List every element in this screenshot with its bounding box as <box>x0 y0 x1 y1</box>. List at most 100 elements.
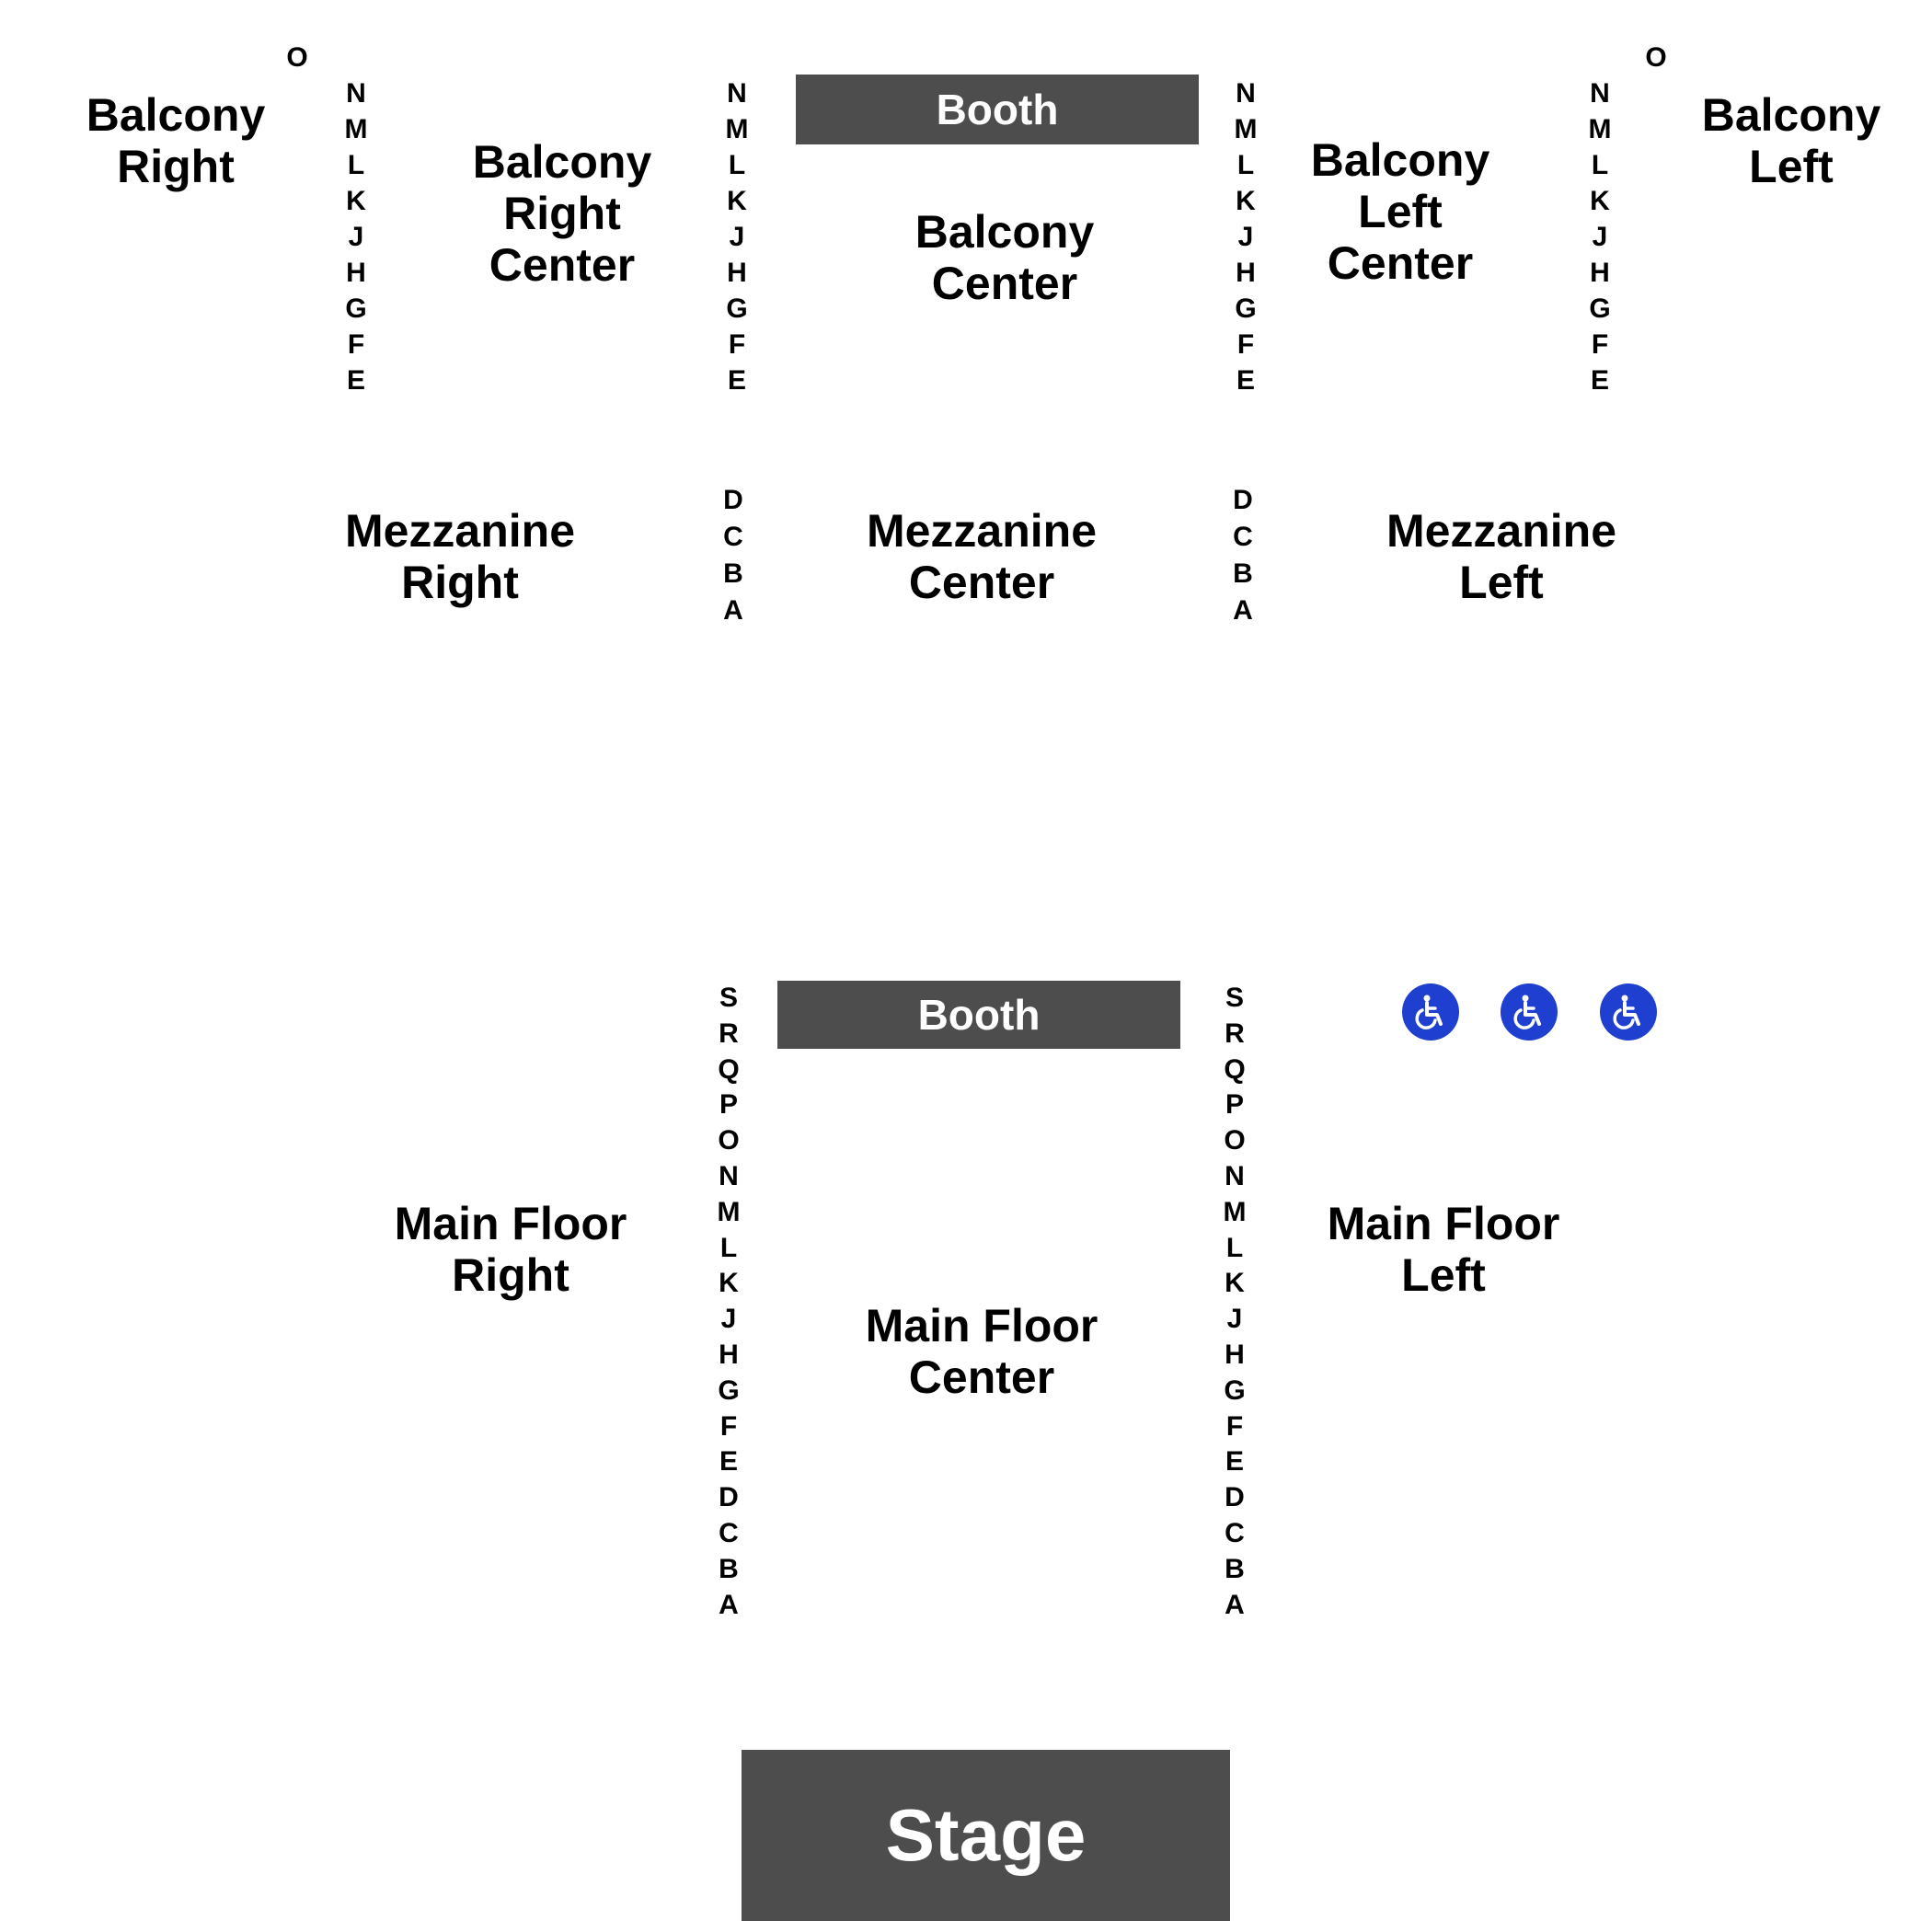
row-label-q: Q <box>1224 1053 1246 1085</box>
section-main-floor-left[interactable]: Main Floor Left <box>1328 1198 1560 1301</box>
row-label-e: E <box>1225 1446 1244 1478</box>
row-label-l: L <box>1591 150 1609 180</box>
row-label-s: S <box>1225 983 1244 1013</box>
section-label-line: Left <box>1401 1249 1486 1301</box>
row-label-e: E <box>1590 365 1609 396</box>
section-balcony-left[interactable]: Balcony Left <box>1702 89 1881 192</box>
wheelchair-icon[interactable] <box>1600 983 1657 1041</box>
row-label-a: A <box>1233 595 1253 626</box>
section-label-line: Right <box>401 557 519 608</box>
section-label-line: Center <box>908 1351 1055 1403</box>
section-mezzanine-left[interactable]: Mezzanine Left <box>1386 505 1616 608</box>
section-label-line: Mezzanine <box>1386 505 1617 557</box>
row-label-h: H <box>1590 258 1610 288</box>
section-label-line: Balcony <box>472 136 652 188</box>
section-label-line: Balcony <box>914 206 1095 258</box>
row-label-k: K <box>719 1268 739 1299</box>
row-label-b: B <box>1225 1553 1245 1584</box>
section-balcony-right[interactable]: Balcony Right <box>86 89 266 192</box>
section-label-line: Main Floor <box>1327 1198 1560 1249</box>
row-label-j: J <box>1226 1304 1243 1335</box>
section-label-line: Right <box>503 188 621 239</box>
row-label-o-balcony-right: O <box>286 42 308 73</box>
row-label-c: C <box>719 1517 739 1548</box>
row-label-m: M <box>1223 1196 1247 1227</box>
section-balcony-center[interactable]: Balcony Center <box>915 206 1095 309</box>
row-label-j: J <box>1592 222 1608 252</box>
wheelchair-icon[interactable] <box>1501 983 1558 1041</box>
row-label-s: S <box>719 983 738 1013</box>
row-label-o: O <box>1224 1125 1246 1156</box>
row-label-n: N <box>1590 78 1610 109</box>
section-balcony-left-center[interactable]: Balcony Left Center <box>1311 134 1490 289</box>
row-label-d: D <box>723 485 743 515</box>
row-label-l: L <box>347 150 365 180</box>
row-label-h: H <box>727 258 747 288</box>
section-label-line: Center <box>1327 237 1474 289</box>
row-label-k: K <box>1236 186 1256 216</box>
row-label-f: F <box>719 1410 738 1442</box>
row-label-e: E <box>727 365 746 396</box>
section-balcony-right-center[interactable]: Balcony Right Center <box>473 136 652 291</box>
section-label-line: Left <box>1459 557 1544 608</box>
row-label-h: H <box>1236 258 1256 288</box>
row-label-j: J <box>348 222 364 252</box>
section-label-line: Mezzanine <box>344 505 576 557</box>
row-label-f: F <box>728 329 746 360</box>
row-label-q: Q <box>718 1053 740 1085</box>
section-label-line: Balcony <box>1310 134 1490 186</box>
section-mezzanine-center[interactable]: Mezzanine Center <box>867 505 1097 608</box>
section-label-line: Right <box>452 1249 569 1301</box>
row-label-h: H <box>719 1339 739 1370</box>
row-label-b: B <box>1233 558 1253 589</box>
balcony-booth: Booth <box>796 75 1199 144</box>
row-label-n: N <box>727 78 747 109</box>
section-label-line: Mezzanine <box>866 505 1098 557</box>
row-label-n: N <box>719 1160 739 1191</box>
section-label-line: Right <box>117 141 235 192</box>
section-label-line: Balcony <box>1701 89 1881 141</box>
row-label-o-balcony-left: O <box>1645 42 1667 73</box>
row-label-d: D <box>719 1482 739 1513</box>
section-main-floor-right[interactable]: Main Floor Right <box>395 1198 627 1301</box>
row-label-b: B <box>719 1553 739 1584</box>
row-label-c: C <box>1233 522 1253 552</box>
row-label-o: O <box>718 1125 740 1156</box>
row-label-l: L <box>728 150 746 180</box>
row-label-r: R <box>719 1018 739 1049</box>
section-label-line: Balcony <box>86 89 266 141</box>
row-label-g: G <box>1235 293 1257 324</box>
row-label-g: G <box>1224 1374 1246 1406</box>
row-label-r: R <box>1225 1018 1245 1049</box>
row-label-n: N <box>1236 78 1256 109</box>
row-label-k: K <box>346 186 366 216</box>
section-mezzanine-right[interactable]: Mezzanine Right <box>345 505 575 608</box>
row-label-c: C <box>1225 1517 1245 1548</box>
row-label-e: E <box>346 365 365 396</box>
row-label-a: A <box>1225 1589 1245 1620</box>
row-label-p: P <box>719 1089 738 1121</box>
row-label-g: G <box>345 293 367 324</box>
row-label-c: C <box>723 522 743 552</box>
row-label-l: L <box>1225 1232 1244 1263</box>
row-label-a: A <box>719 1589 739 1620</box>
wheelchair-glyph <box>1415 995 1443 1029</box>
row-label-f: F <box>1236 329 1255 360</box>
row-label-n: N <box>346 78 366 109</box>
row-label-j: J <box>720 1304 737 1335</box>
row-label-n: N <box>1225 1160 1245 1191</box>
wheelchair-icon[interactable] <box>1402 983 1459 1041</box>
section-label-line: Left <box>1749 141 1834 192</box>
balcony-booth-label: Booth <box>936 86 1059 133</box>
row-label-m: M <box>717 1196 741 1227</box>
row-label-m: M <box>1234 114 1258 144</box>
section-label-line: Left <box>1358 186 1443 237</box>
stage: Stage <box>742 1750 1230 1921</box>
section-main-floor-center[interactable]: Main Floor Center <box>866 1300 1098 1403</box>
